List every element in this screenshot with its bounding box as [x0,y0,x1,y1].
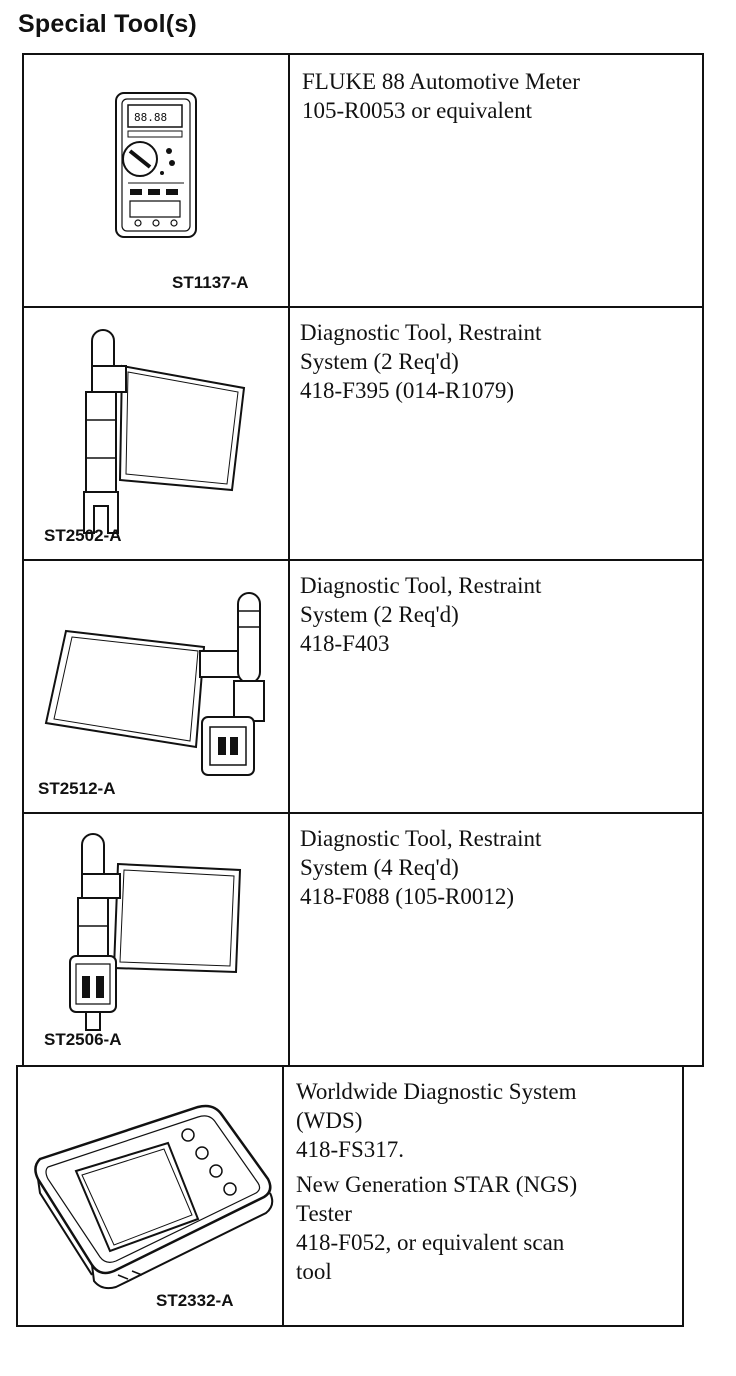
description-line: New Generation STAR (NGS) [296,1172,578,1197]
svg-text:88.88: 88.88 [134,111,167,124]
description-line: (WDS) [296,1108,363,1133]
tool-row-st2512: ST2512-A Diagnostic Tool, Restraint Syst… [22,559,704,814]
tool-image-cell: ST2502-A [24,308,290,559]
tool-image-cell: ST2506-A [24,814,290,1065]
tool-code: ST2502-A [44,526,122,545]
description-line: 105-R0053 or equivalent [302,98,532,123]
multimeter-icon: 88.88 [24,55,288,310]
tool-description: Diagnostic Tool, Restraint System (4 Req… [300,824,541,911]
tool-row-fluke-meter: 88.88 ST1137-A FLUKE 88 Automotive Meter [22,53,704,308]
description-line: Worldwide Diagnostic System [296,1079,577,1104]
description-line: System (2 Req'd) [300,349,459,374]
diagnostic-tool-icon [24,814,288,1069]
description-line: Diagnostic Tool, Restraint [300,320,542,345]
tool-row-st2332: ST2332-A Worldwide Diagnostic System (WD… [16,1065,684,1327]
description-line: Tester [296,1201,352,1226]
description-line: 418-FS317. [296,1137,404,1162]
tool-code: ST2506-A [44,1030,122,1049]
diagnostic-tool-icon [24,561,288,816]
tool-code: ST2512-A [38,779,116,798]
tool-description: Diagnostic Tool, Restraint System (2 Req… [300,571,541,658]
description-line: FLUKE 88 Automotive Meter [302,69,580,94]
tool-code: ST1137-A [172,273,249,292]
scan-tool-tablet-icon [18,1067,282,1329]
description-line: 418-F088 (105-R0012) [300,884,515,909]
description-line: Diagnostic Tool, Restraint [300,826,542,851]
tool-row-st2506: ST2506-A Diagnostic Tool, Restraint Syst… [22,812,704,1067]
description-line: 418-F052, or equivalent scan [296,1230,565,1255]
tool-description: Worldwide Diagnostic System (WDS) 418-FS… [296,1077,577,1286]
description-line: tool [296,1259,332,1284]
description-line: 418-F403 [300,631,390,656]
tool-code: ST2332-A [156,1291,234,1310]
description-line: System (2 Req'd) [300,602,459,627]
tool-description: FLUKE 88 Automotive Meter 105-R0053 or e… [302,67,580,125]
tool-image-cell: ST2512-A [24,561,290,812]
tool-description: Diagnostic Tool, Restraint System (2 Req… [300,318,541,405]
description-line: 418-F395 (014-R1079) [300,378,515,403]
tool-image-cell: 88.88 ST1137-A [24,55,290,306]
page-title: Special Tool(s) [18,10,197,38]
diagnostic-tool-icon [24,308,288,563]
description-line: System (4 Req'd) [300,855,459,880]
tool-image-cell: ST2332-A [18,1067,284,1325]
description-line: Diagnostic Tool, Restraint [300,573,542,598]
tool-row-st2502: ST2502-A Diagnostic Tool, Restraint Syst… [22,306,704,561]
